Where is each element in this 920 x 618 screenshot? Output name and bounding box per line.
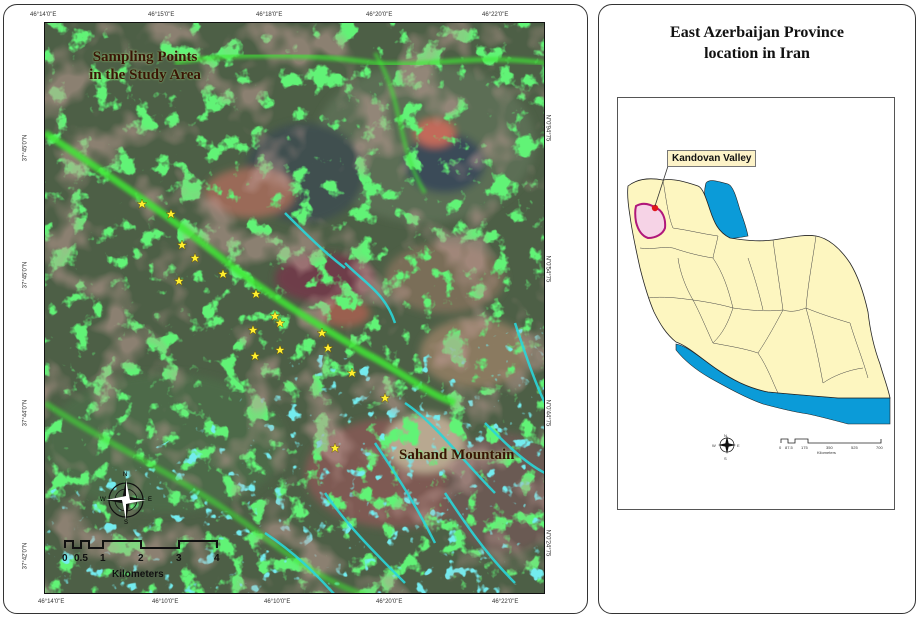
- scale-tick-0-5: 0.5: [74, 553, 88, 564]
- inset-title-line1: East Azerbaijan Province: [670, 24, 844, 41]
- bottom-coord-2: 46°10'0"E: [152, 599, 179, 605]
- main-map-title-line2: in the Study Area: [89, 67, 201, 83]
- sampling-point: [165, 208, 177, 219]
- scale-tick-2: 2: [138, 553, 144, 564]
- top-coord-1: 46°14'0"E: [30, 12, 57, 18]
- inset-title-line2: location in Iran: [704, 45, 810, 62]
- sampling-points: [136, 198, 391, 453]
- left-coord-3: 37°44'0"N: [22, 399, 29, 427]
- bottom-coord-3: 46°10'0"E: [264, 599, 291, 605]
- inset-scale-175: 175: [801, 445, 808, 450]
- top-coord-5: 46°22'0"E: [482, 12, 509, 18]
- inset-compass-s: S: [724, 456, 727, 461]
- north-arrow-compass: [106, 480, 146, 520]
- scale-tick-1: 1: [100, 553, 106, 564]
- sampling-point: [250, 288, 262, 299]
- sampling-point: [173, 275, 185, 286]
- scale-unit: Kilometers: [112, 569, 164, 580]
- scale-tick-3: 3: [176, 553, 182, 564]
- right-coord-4: N"0'24°75: [544, 529, 551, 557]
- inset-compass-w: W: [712, 443, 716, 448]
- top-coord-2: 46°15'0"E: [148, 12, 175, 18]
- scale-bar: [64, 540, 218, 549]
- inset-compass-e: E: [737, 443, 740, 448]
- right-coord-3: N"0'44°75: [544, 399, 551, 427]
- main-map-title-line1: Sampling Points: [92, 49, 198, 65]
- mountain-label: Sahand Mountain: [399, 447, 515, 463]
- inset-compass: [718, 436, 736, 454]
- inset-scale-525: 525: [851, 445, 858, 450]
- compass-s: S: [124, 520, 129, 526]
- sampling-point: [176, 239, 188, 250]
- bottom-coord-4: 46°20'0"E: [376, 599, 403, 605]
- inset-scale-0: 0: [779, 445, 782, 450]
- sampling-point: [249, 350, 261, 361]
- right-coord-2: N"0'54°75: [544, 255, 551, 283]
- sampling-point: [274, 317, 286, 328]
- compass-n: N: [123, 472, 128, 478]
- top-coord-4: 46°20'0"E: [366, 12, 393, 18]
- left-coord-2: 37°45'0"N: [22, 261, 29, 289]
- kandovan-marker: [651, 204, 659, 212]
- inset-scale-bar: [780, 438, 882, 444]
- left-coord-1: 37°45'0"N: [22, 134, 29, 162]
- inset-title: East Azerbaijan Province location in Ira…: [598, 22, 916, 64]
- sampling-point: [274, 344, 286, 355]
- top-coord-3: 46°18'0"E: [256, 12, 283, 18]
- sampling-point: [322, 342, 334, 353]
- sampling-point: [329, 442, 341, 453]
- sampling-point: [346, 367, 358, 378]
- scale-tick-0: 0: [62, 553, 68, 564]
- compass-e: E: [148, 497, 153, 503]
- sampling-point: [269, 310, 281, 321]
- inset-scale-87-5: 87.5: [785, 445, 793, 450]
- bottom-coord-1: 46°14'0"E: [38, 599, 65, 605]
- right-coord-1: N"0'94°75: [544, 114, 551, 142]
- inset-compass-n: N: [724, 433, 727, 438]
- sampling-point: [379, 392, 391, 403]
- inset-scale-700: 700: [876, 445, 883, 450]
- scale-tick-4: 4: [214, 553, 220, 564]
- sampling-point: [217, 268, 229, 279]
- compass-w: W: [100, 497, 106, 503]
- satellite-image: [45, 23, 544, 593]
- main-map-title: Sampling Points in the Study Area: [65, 48, 225, 84]
- sampling-point: [189, 252, 201, 263]
- iran-map: [627, 165, 891, 454]
- inset-scale-unit: Kilometers: [817, 450, 836, 455]
- iran-landmass: [627, 178, 891, 399]
- sampling-point: [316, 327, 328, 338]
- inset-scale-350: 350: [826, 445, 833, 450]
- left-coord-4: 37°42'0"N: [22, 542, 29, 570]
- bottom-coord-5: 46°22'0"E: [492, 599, 519, 605]
- kandovan-valley-callout: Kandovan Valley: [667, 150, 757, 167]
- sampling-point: [247, 324, 259, 335]
- sampling-point: [136, 198, 148, 209]
- satellite-map[interactable]: Sampling Points in the Study Area Sahand…: [44, 22, 545, 594]
